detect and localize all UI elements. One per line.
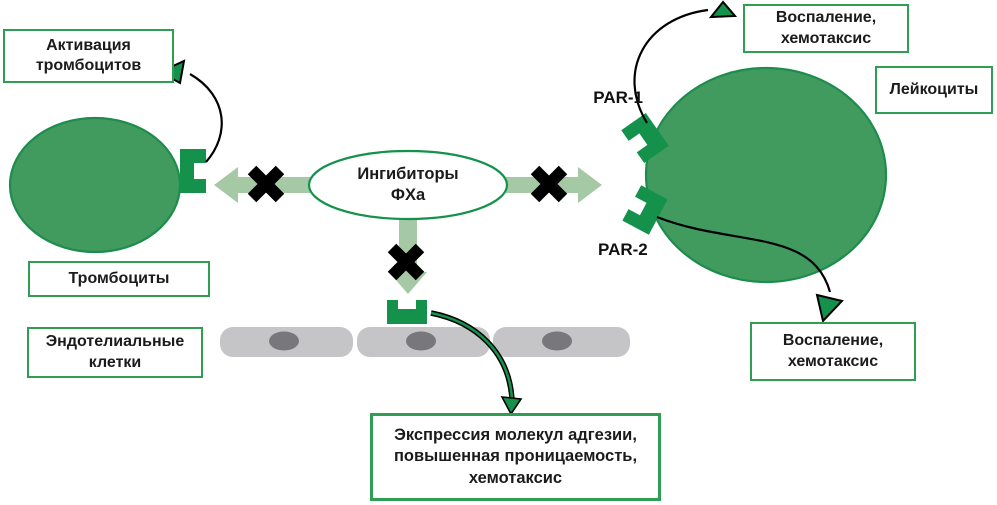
par2-label: PAR-2 [598, 240, 648, 259]
arrowhead-icon [500, 396, 523, 416]
par1-label: PAR-1 [593, 88, 643, 107]
arrowhead-icon [708, 0, 738, 19]
expression-arrow [430, 310, 523, 416]
endothelial-cells-label-box: Эндотелиальные клетки [27, 327, 203, 378]
par1-inflammation-box: Воспаление, хемотаксис [743, 4, 909, 53]
par2-effect-arrow [656, 215, 844, 324]
par1-receptor-icon [621, 113, 669, 163]
platelets-label-box: Тромбоциты [28, 261, 210, 297]
fxa-inhibitors-ellipse [307, 149, 509, 221]
cell-nucleus-icon [542, 331, 572, 351]
adhesion-expression-box: Экспрессия молекул адгезии, повышенная п… [370, 413, 661, 501]
platelet-receptor-icon [180, 149, 206, 193]
par1-effect-arrow [633, 0, 738, 124]
leukocyte-circle [644, 66, 888, 284]
platelet-activation-box: Активация тромбоцитов [3, 29, 174, 83]
fxa-inhibitors-label: Ингибиторы ФХа [357, 164, 459, 204]
x-block-left-icon [247, 165, 285, 203]
par2-receptor-icon [622, 185, 668, 235]
cell-nucleus-icon [406, 331, 436, 351]
platelet-circle [8, 116, 182, 254]
cell-nucleus-icon [269, 331, 299, 351]
par2-inflammation-box: Воспаление, хемотаксис [750, 322, 916, 381]
arrowhead-icon [815, 293, 844, 324]
endothelial-cells-group [220, 327, 630, 357]
x-block-down-icon [387, 243, 425, 281]
endothelial-receptor-icon [387, 300, 427, 324]
leukocytes-label-box: Лейкоциты [875, 66, 993, 114]
x-block-right-icon [530, 165, 568, 203]
